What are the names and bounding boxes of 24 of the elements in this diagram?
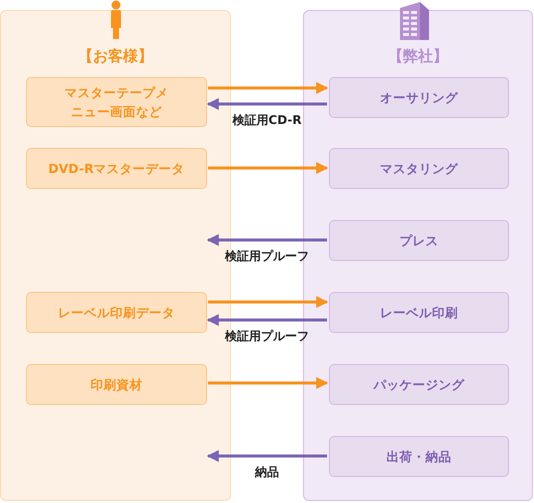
process-box: マスタリング bbox=[329, 148, 509, 189]
process-box: マスターテープメニュー画面など bbox=[26, 77, 207, 127]
process-box: DVD-Rマスターデータ bbox=[26, 148, 207, 189]
process-box: レーベル印刷データ bbox=[26, 292, 207, 333]
lane-heading: 【お客様】 bbox=[77, 47, 154, 66]
edge-label: 納品 bbox=[255, 464, 279, 481]
edge-label: 検証用プルーフ bbox=[225, 248, 309, 265]
arrow bbox=[206, 98, 327, 110]
process-box: 印刷資材 bbox=[26, 364, 207, 405]
lane-heading: 【弊社】 bbox=[387, 47, 449, 66]
edge-label: 検証用プルーフ bbox=[225, 328, 309, 345]
arrow bbox=[208, 296, 328, 308]
process-box: レーベル印刷 bbox=[329, 292, 509, 333]
edge-label: 検証用CD-R bbox=[232, 112, 302, 129]
arrow bbox=[208, 162, 328, 174]
process-box: パッケージング bbox=[329, 364, 509, 405]
arrow bbox=[206, 234, 327, 246]
process-box: 出荷・納品 bbox=[329, 436, 509, 477]
arrow bbox=[208, 377, 328, 389]
arrow bbox=[208, 82, 328, 94]
process-box: オーサリング bbox=[329, 77, 509, 118]
arrow bbox=[206, 314, 327, 326]
process-box: プレス bbox=[329, 220, 509, 261]
arrow bbox=[206, 450, 327, 462]
